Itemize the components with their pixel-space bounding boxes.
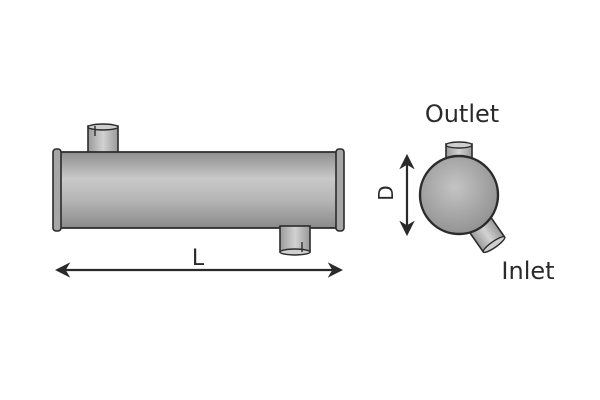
side-outlet-pipe [87,123,119,155]
end-body-circle [418,154,500,236]
outlet-label: Outlet [425,100,499,128]
length-label: L [192,246,205,271]
diameter-dimension: D [374,153,415,237]
end-view: D Outlet Inlet [374,100,555,285]
diameter-label: D [374,185,398,200]
side-body [52,148,345,232]
length-dimension: L [54,246,344,278]
side-inlet-pipe [279,225,311,256]
inlet-label: Inlet [501,257,554,285]
side-view: L [52,123,345,278]
